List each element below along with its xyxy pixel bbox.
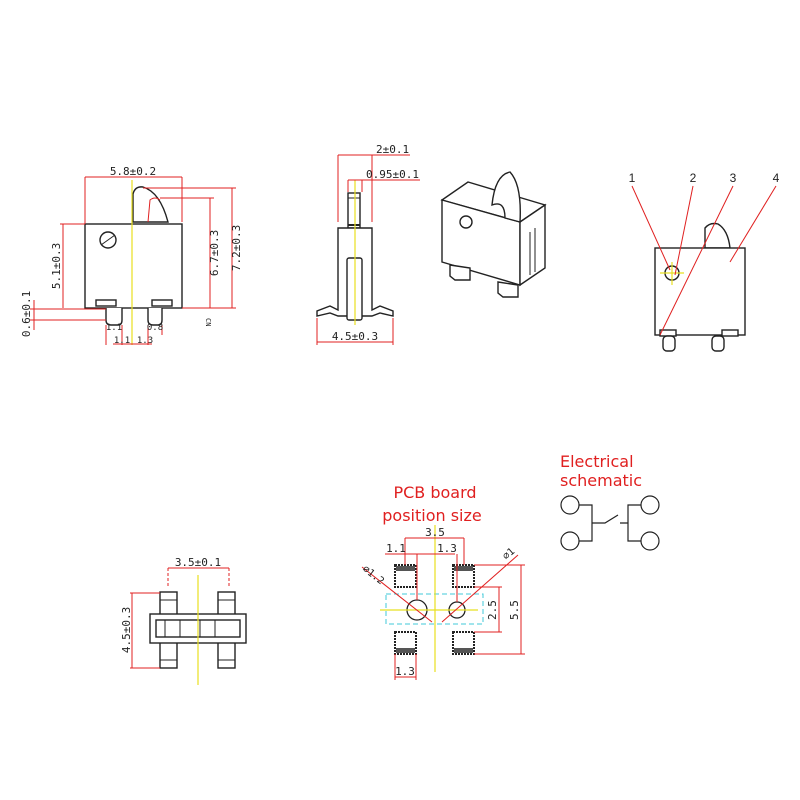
- label-4: 4: [773, 171, 780, 185]
- label-1: 1: [629, 171, 636, 185]
- lever-height-dimension: 6.7±0.3: [208, 230, 221, 276]
- pad-bottom-right: [452, 631, 475, 655]
- dim-right: 1.3: [437, 542, 457, 555]
- pcb-title-line1: PCB board: [393, 483, 476, 502]
- dim-height-outer: 5.5: [508, 600, 521, 620]
- schematic-title-line2: schematic: [560, 471, 642, 490]
- body-height-dimension: 5.1±0.3: [50, 243, 63, 289]
- label-2: 2: [690, 171, 697, 185]
- total-height-dimension: 7.2±0.3: [230, 225, 243, 271]
- pcb-title-line2: position size: [382, 506, 481, 525]
- pin-offset-dimension: 0.6±0.1: [20, 291, 33, 337]
- pad-top-left: [394, 564, 417, 588]
- electrical-schematic: Electrical schematic: [560, 452, 660, 551]
- dim-height-inner: 2.5: [486, 600, 499, 620]
- bottom-view: 3.5±0.1 4.5±0.3: [120, 556, 247, 685]
- pad-width-dimension: 1.3: [395, 665, 415, 678]
- pin-pitch-dimension: 3.5±0.1: [175, 556, 221, 569]
- top-width-dimension: 2±0.1: [376, 143, 409, 156]
- pad-bottom-left: [394, 631, 417, 655]
- labeled-view: 1 2 3 4: [629, 171, 780, 352]
- switch-body: [84, 223, 183, 309]
- width-dimension: 5.8±0.2: [110, 165, 156, 178]
- note-text: CN: [204, 318, 212, 326]
- plunger-width-dimension: 0.95±0.1: [366, 168, 419, 181]
- pcb-layout: PCB board position size ⌀1.2 ⌀1 3.5 1.1 …: [360, 483, 525, 680]
- pad-top-right: [452, 564, 475, 588]
- schematic-title-line1: Electrical: [560, 452, 634, 471]
- hole-right-diameter: ⌀1: [501, 546, 517, 562]
- pin-width-right: 0.8: [147, 323, 163, 333]
- length-dimension: 4.5±0.3: [120, 607, 133, 653]
- front-view: 5.8±0.2 7.2±0.3 6.7±0.3 5.1±0.3 0.6±0.1 …: [20, 165, 243, 346]
- label-3: 3: [730, 171, 737, 185]
- hole-left-diameter: ⌀1.2: [360, 564, 386, 588]
- dim-left: 1.1: [386, 542, 406, 555]
- dim-total: 3.5: [425, 526, 445, 539]
- pitch-right: 1.3: [137, 336, 153, 346]
- side-view: 2±0.1 0.95±0.1 4.5±0.3: [316, 143, 420, 345]
- lever-outline: [132, 186, 169, 223]
- isometric-view: [440, 171, 547, 298]
- base-width-dimension: 4.5±0.3: [332, 330, 378, 343]
- pin-width-left: 1.1: [106, 323, 122, 333]
- pitch-left: 1.1: [114, 336, 130, 346]
